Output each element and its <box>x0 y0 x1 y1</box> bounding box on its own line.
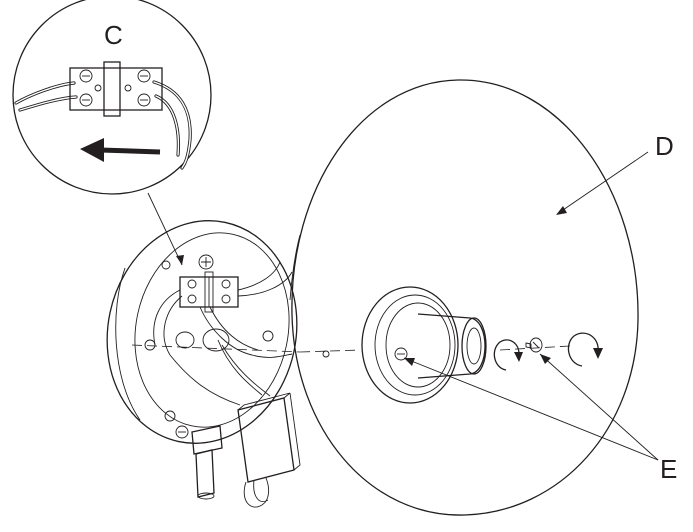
label-d: D <box>655 131 674 161</box>
detail-callout-c <box>12 0 212 195</box>
plate-hole <box>144 339 156 351</box>
plate-hole <box>161 260 171 270</box>
driver-box <box>237 392 301 483</box>
fixing-screw <box>525 337 543 353</box>
label-e: E <box>660 454 677 484</box>
plate-hole <box>262 330 274 342</box>
cord-grip <box>191 425 223 500</box>
mounting-screw-icon <box>198 254 214 270</box>
socket-screw-icon <box>394 347 408 361</box>
clockwise-rotation-icon <box>493 339 523 371</box>
plate-hole <box>164 410 176 422</box>
clockwise-rotation-icon <box>567 332 603 367</box>
lamp-socket <box>361 286 487 404</box>
connector-block <box>69 61 163 117</box>
shade-disc <box>289 79 639 516</box>
terminal-block <box>179 271 239 313</box>
left-arrow-icon <box>80 138 161 162</box>
wall-plate <box>106 220 301 508</box>
label-c: C <box>104 20 123 50</box>
mounting-screw-icon <box>175 425 189 439</box>
